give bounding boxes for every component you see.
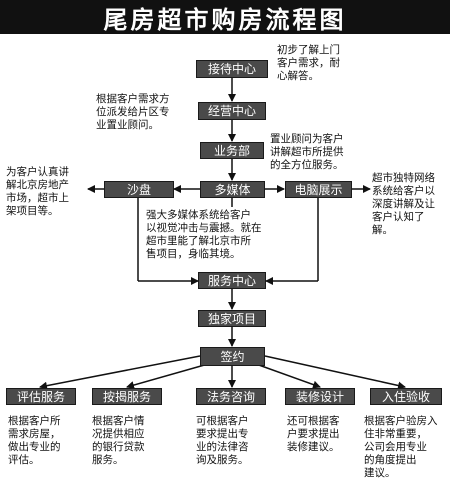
- note-mortgage: 根据客户情 况提供相应 的银行贷款 服务。: [92, 415, 145, 466]
- service-appraisal: 评估服务: [6, 388, 76, 405]
- step-multimedia: 多媒体: [200, 181, 265, 198]
- note-legal: 可根据客户 要求提出专 业的法律咨 询及服务。: [196, 415, 249, 466]
- arrow-to-decoration: [255, 363, 321, 389]
- service-checkin-inspection: 入住验收: [370, 388, 442, 405]
- note-multimedia: 强大多媒体系统给客户 以视觉冲击与震撼。就在 超市里能了解北京市所 售项目，身临…: [146, 209, 262, 260]
- step-sandtable: 沙盘: [104, 181, 174, 198]
- step-exclusive-project: 独家项目: [198, 310, 266, 327]
- step-service-center: 服务中心: [198, 272, 266, 289]
- arrow-to-appraisal: [39, 355, 201, 390]
- step-computer-display: 电脑展示: [285, 181, 352, 198]
- arrow-to-checkin: [264, 355, 406, 390]
- note-appraisal: 根据客户所 需求房屋， 做出专业的 评估。: [8, 415, 61, 466]
- service-legal-consult: 法务咨询: [196, 388, 266, 405]
- arrow-to-mortgage: [126, 363, 209, 389]
- note-decoration: 还可根据客 户要求提出 装修建议。: [287, 415, 340, 453]
- service-mortgage: 按揭服务: [92, 388, 162, 405]
- page-title: 尾房超市购房流程图: [0, 0, 450, 34]
- step-operations-center: 经营中心: [198, 102, 266, 120]
- note-computer: 超市独特网络 系统给客户以 深度讲解及让 客户认知了 解。: [372, 172, 435, 236]
- note-checkin: 根据客户验房入 住非常重要， 公司会用专业 的角度提出 建议。: [364, 415, 438, 479]
- service-decoration-design: 装修设计: [285, 388, 355, 405]
- step-signing: 签约: [200, 347, 265, 366]
- note-operations: 根据客户需求方 位派发给片区专 业置业顾问。: [96, 93, 170, 131]
- step-reception-center: 接待中心: [196, 60, 268, 78]
- step-business-dept: 业务部: [200, 142, 264, 159]
- note-business: 置业顾问为客户 讲解超市所提供 的全方位服务。: [270, 133, 344, 171]
- note-reception: 初步了解上门 客户需求，耐 心解答。: [277, 44, 340, 82]
- note-sandtable: 为客户认真讲 解北京房地产 市场，超市上 架项目等。: [6, 166, 69, 217]
